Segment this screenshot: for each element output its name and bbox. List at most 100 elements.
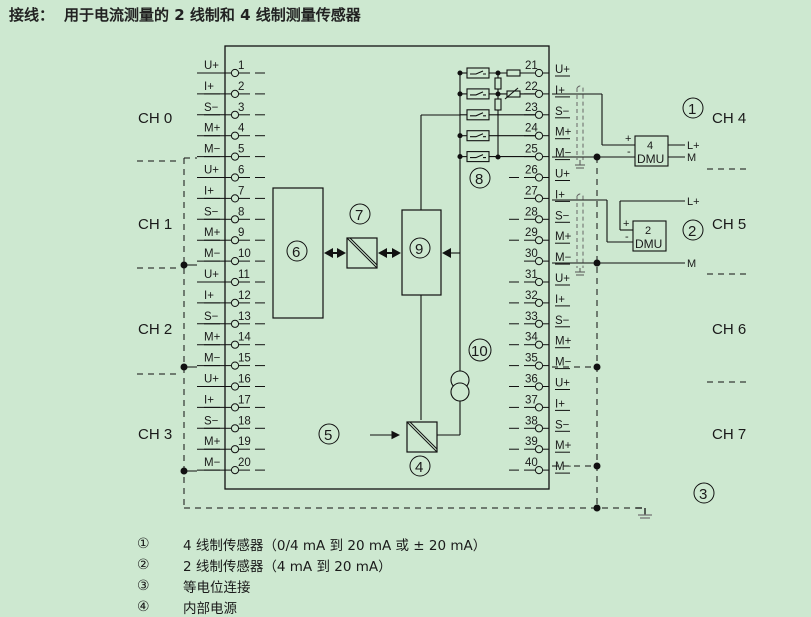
- terminal-screw-icon: [230, 173, 240, 182]
- converter-7-slash: [346, 237, 378, 269]
- channel-label-ch6: CH 6: [712, 321, 746, 338]
- terminal-left: U+11: [197, 269, 265, 287]
- callout-9: 9: [415, 241, 423, 258]
- variable-resistor-slash: [504, 87, 519, 100]
- callout-8: 8: [475, 171, 483, 188]
- module-outline: [224, 45, 550, 490]
- terminal-right: S−28: [509, 206, 570, 224]
- channel-label-ch0: CH 0: [138, 110, 172, 127]
- channel-label-ch2: CH 2: [138, 321, 172, 338]
- bus-stubs: [184, 264, 197, 472]
- terminal-number: 1: [238, 60, 244, 72]
- junction-dot: [457, 154, 463, 160]
- channel-dividers: [137, 157, 750, 509]
- terminal-signal-label: M+: [204, 332, 221, 344]
- terminal-number: 8: [238, 206, 244, 218]
- terminal-left: M+19: [197, 436, 265, 454]
- dmu-4wire-box: [634, 135, 669, 167]
- terminal-signal-label: S−: [555, 210, 570, 222]
- terminal-signal-label: M−: [204, 248, 221, 260]
- terminal-right: M+29: [509, 227, 572, 245]
- legend-text: 内部电源: [183, 600, 237, 617]
- terminal-signal-label: M+: [204, 227, 221, 239]
- legend-number: ①: [137, 535, 150, 552]
- terminal-signal-label: I+: [555, 294, 565, 306]
- terminal-screw-icon: [230, 194, 240, 203]
- terminal-number: 14: [238, 332, 251, 344]
- junction-dot: [495, 154, 501, 160]
- terminal-signal-label: M+: [204, 436, 221, 448]
- terminal-screw-icon: [230, 257, 240, 266]
- terminal-signal-label: M+: [555, 336, 572, 348]
- terminal-screw-icon: [230, 236, 240, 245]
- terminal-number: 6: [238, 165, 244, 177]
- sensor-wiring: [552, 93, 685, 264]
- terminal-signal-label: M−: [204, 144, 221, 156]
- terminal-number: 18: [238, 415, 251, 427]
- terminal-signal-label: M−: [555, 148, 572, 160]
- converter-4-slash2: [409, 421, 438, 450]
- callout-10: 10: [471, 343, 488, 360]
- terminal-right: U+21: [524, 60, 570, 78]
- terminal-screw-icon: [534, 340, 544, 349]
- terminal-number: 15: [238, 353, 251, 365]
- channel-label-ch4: CH 4: [712, 110, 746, 127]
- dmu2-minus: -: [625, 231, 629, 243]
- terminal-screw-icon: [534, 466, 544, 475]
- terminal-signal-label: I+: [555, 189, 565, 201]
- junction-dot: [457, 133, 463, 139]
- terminal-screw-icon: [230, 131, 240, 140]
- dmu2-top: 2: [645, 225, 651, 237]
- terminal-screw-icon: [230, 340, 240, 349]
- terminal-left: M−15: [197, 353, 265, 370]
- terminal-signal-label: M−: [204, 457, 221, 469]
- terminal-screw-icon: [534, 173, 544, 182]
- terminal-signal-label: I+: [204, 81, 214, 93]
- terminal-number: 23: [525, 102, 538, 114]
- terminal-left: S−18: [197, 415, 265, 433]
- terminal-right: I+37: [509, 394, 570, 412]
- terminal-screw-icon: [534, 361, 544, 370]
- terminal-screw-icon: [534, 403, 544, 412]
- terminal-signal-label: M+: [204, 123, 221, 135]
- ground-icon: [636, 507, 652, 519]
- terminal-signal-label: S−: [555, 419, 570, 431]
- terminal-number: 32: [525, 290, 538, 302]
- channel-label-ch3: CH 3: [138, 426, 172, 443]
- terminal-number: 27: [525, 185, 538, 197]
- diagram-title: 接线：用于电流测量的 2 线制和 4 线制测量传感器: [9, 4, 361, 25]
- resistor-icon: [494, 98, 502, 111]
- legend-text: 等电位连接: [183, 579, 251, 596]
- terminal-signal-label: M+: [555, 127, 572, 139]
- terminal-right: U+31: [509, 269, 570, 287]
- terminal-number: 24: [525, 123, 538, 135]
- terminal-number: 39: [525, 436, 538, 448]
- terminal-screw-icon: [534, 236, 544, 245]
- switch-contact: [470, 154, 486, 159]
- junction-dot: [457, 91, 463, 97]
- terminal-number: 25: [525, 144, 538, 156]
- switch-contact: [470, 112, 486, 117]
- terminal-screw-icon: [534, 319, 544, 328]
- legend-text: 2 线制传感器（4 mA 到 20 mA）: [183, 558, 392, 575]
- shield-ground-icons: [575, 160, 585, 276]
- legend-number: ②: [137, 556, 150, 573]
- title-prefix: 接线：: [9, 6, 55, 24]
- terminal-signal-label: M−: [555, 252, 572, 264]
- terminal-left: M+4: [197, 123, 265, 140]
- callout-2: 2: [688, 223, 696, 240]
- legend-number: ③: [137, 577, 150, 594]
- dmu2-out-l: L+: [687, 196, 700, 208]
- terminal-screw-icon: [534, 257, 544, 266]
- terminal-left: M+9: [197, 227, 265, 245]
- terminal-number: 40: [525, 457, 538, 469]
- terminal-signal-label: U+: [204, 269, 219, 281]
- terminal-left: S−13: [197, 311, 265, 328]
- terminal-number: 22: [525, 81, 538, 93]
- terminal-signal-label: U+: [204, 165, 219, 177]
- terminal-screw-icon: [230, 424, 240, 433]
- converter-7-slash2: [349, 237, 378, 266]
- terminal-screw-icon: [230, 382, 240, 391]
- terminal-signal-label: S−: [555, 106, 570, 118]
